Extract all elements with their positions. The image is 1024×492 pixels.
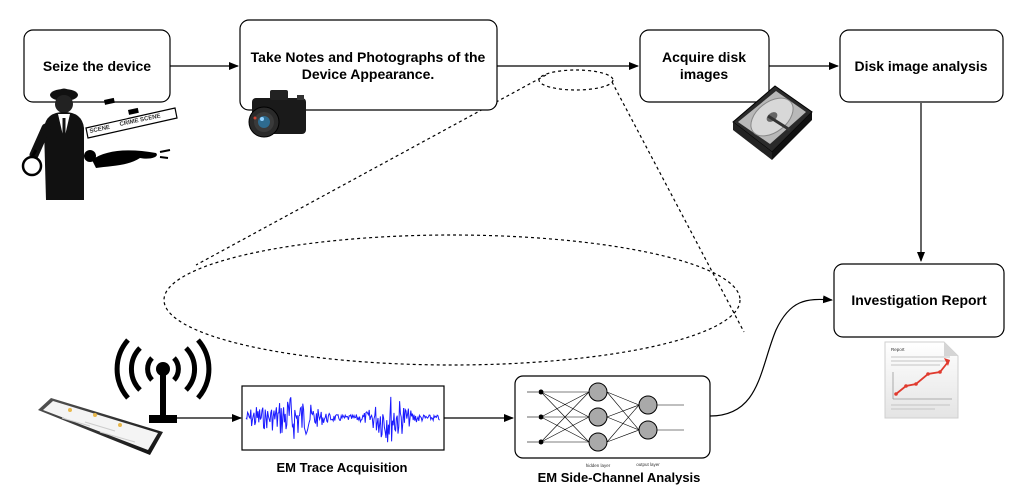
zoom-cone-right-edge xyxy=(611,81,745,333)
hard-disk-illustration xyxy=(732,85,813,160)
nn-input-node xyxy=(538,414,544,420)
nn-hidden-node xyxy=(588,432,608,452)
node-acquire-label-line1: Acquire disk xyxy=(662,49,746,65)
nn-edge xyxy=(540,391,590,418)
report-document-illustration: Report xyxy=(884,341,959,419)
nn-edge xyxy=(606,429,640,443)
detective-crime-scene-illustration: SCENE CRIME SCENE xyxy=(21,88,178,200)
node-report-label: Investigation Report xyxy=(851,292,987,308)
nn-hidden-node xyxy=(588,407,608,427)
report-doc-title: Report xyxy=(891,347,905,352)
nn-hidden-node xyxy=(588,382,608,402)
nn-input-node xyxy=(538,439,544,445)
edge-analysis-to-report xyxy=(709,295,833,417)
crime-scene-tape-text-1: SCENE xyxy=(89,125,110,135)
nn-output-layer-label: output layer xyxy=(636,462,660,467)
em-trace-box xyxy=(241,385,445,451)
nn-edge xyxy=(540,416,590,443)
node-disk-image-analysis: Disk image analysis xyxy=(839,29,1004,103)
nn-input-node xyxy=(538,389,544,395)
antenna-signal-icon xyxy=(114,338,212,423)
node-disk-analysis-label: Disk image analysis xyxy=(854,58,987,74)
caption-em-side-channel-analysis: EM Side-Channel Analysis xyxy=(538,470,701,485)
node-take-notes-label-line1: Take Notes and Photographs of the xyxy=(251,49,486,65)
node-acquire-disk-images: Acquire disk images xyxy=(639,29,770,103)
node-investigation-report: Investigation Report xyxy=(833,263,1005,338)
nn-hidden-layer-label: hidden layer xyxy=(586,463,611,468)
nn-edge xyxy=(606,391,640,406)
nn-output-node xyxy=(638,420,658,440)
node-take-notes-label-line2: Device Appearance. xyxy=(302,66,435,82)
nn-output-node xyxy=(638,395,658,415)
camera-illustration xyxy=(248,90,306,138)
zoom-cone-top-ellipse xyxy=(538,69,614,91)
nn-edge xyxy=(540,391,590,443)
zoom-cone-bottom-ellipse xyxy=(163,234,741,366)
node-seize-device-label: Seize the device xyxy=(43,58,151,74)
em-waveform xyxy=(245,396,440,443)
nn-edge xyxy=(606,404,640,443)
nn-edge xyxy=(606,404,640,418)
node-seize-device: Seize the device xyxy=(23,29,171,103)
node-acquire-label-line2: images xyxy=(680,66,728,82)
smartphone-illustration xyxy=(38,398,163,455)
neural-network-box: hidden layer output layer xyxy=(514,375,711,468)
node-take-notes: Take Notes and Photographs of the Device… xyxy=(239,19,498,111)
caption-em-trace-acquisition: EM Trace Acquisition xyxy=(277,460,408,475)
